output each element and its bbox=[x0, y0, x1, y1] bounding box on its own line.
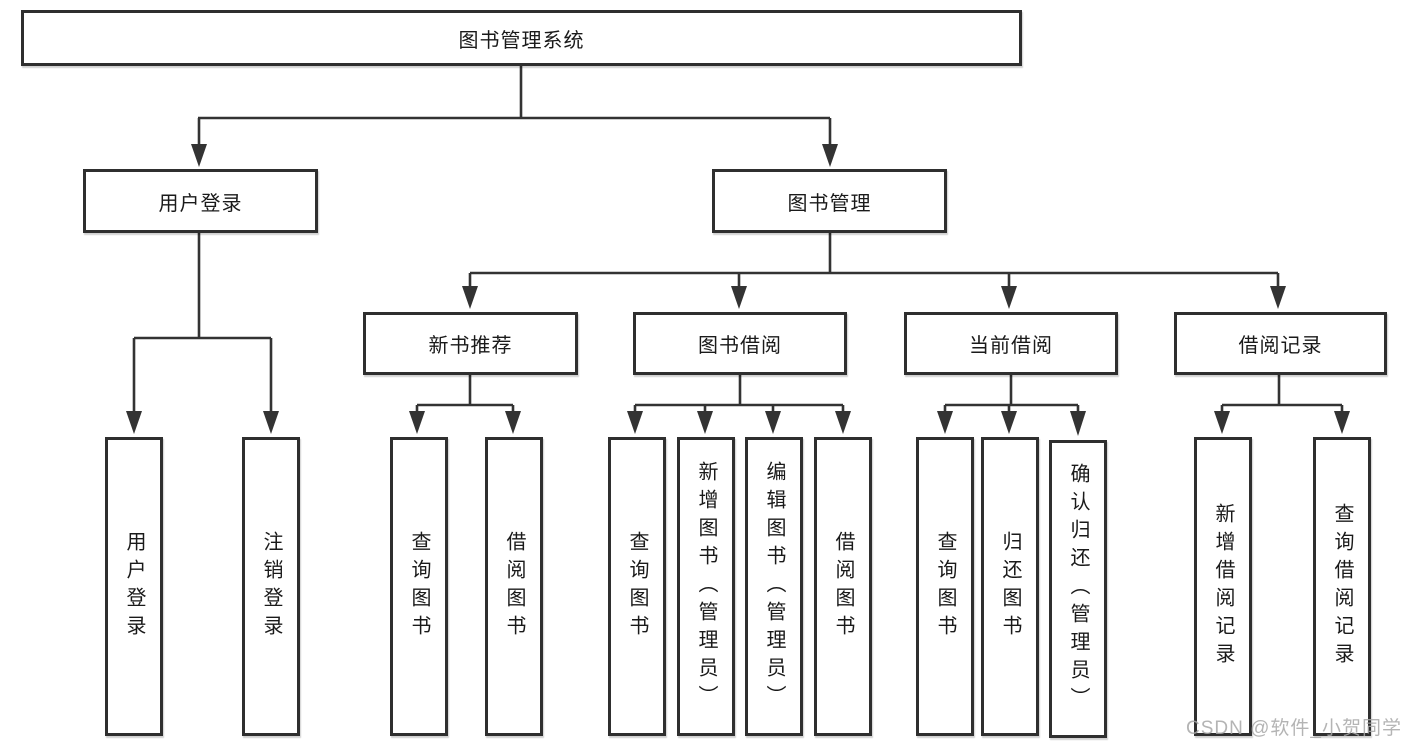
node-leaf-return-books: 归还图书 bbox=[981, 437, 1039, 736]
arrow-down-icon bbox=[627, 411, 643, 434]
arrow-down-icon bbox=[822, 144, 838, 167]
arrow-down-icon bbox=[1334, 411, 1350, 434]
node-leaf-query-borrow-record: 查询借阅记录 bbox=[1313, 437, 1371, 736]
node-leaf-add-borrow-record: 新增借阅记录 bbox=[1194, 437, 1252, 736]
node-book-borrow-label: 图书借阅 bbox=[698, 335, 782, 357]
arrow-down-icon bbox=[1001, 286, 1017, 309]
node-leaf-user-login: 用户登录 bbox=[105, 437, 163, 736]
arrow-down-icon bbox=[1270, 286, 1286, 309]
arrow-down-icon bbox=[462, 286, 478, 309]
node-borrow-records-label: 借阅记录 bbox=[1238, 335, 1323, 357]
node-root-label: 图书管理系统 bbox=[458, 29, 585, 52]
node-current-borrow-label: 当前借阅 bbox=[969, 335, 1053, 357]
node-leaf-add-books-admin: 新增图书（管理员） bbox=[677, 437, 735, 736]
node-root: 图书管理系统 bbox=[21, 10, 1022, 66]
node-current-borrow: 当前借阅 bbox=[904, 312, 1118, 375]
node-book-borrow: 图书借阅 bbox=[633, 312, 847, 375]
arrow-down-icon bbox=[765, 411, 781, 434]
arrow-down-icon bbox=[1070, 411, 1086, 436]
node-leaf-query-books-recommend: 查询图书 bbox=[390, 437, 448, 736]
arrowheads bbox=[126, 144, 1350, 436]
arrow-down-icon bbox=[835, 411, 851, 434]
arrow-down-icon bbox=[937, 411, 953, 434]
arrow-down-icon bbox=[697, 411, 713, 434]
node-leaf-query-books-borrow: 查询图书 bbox=[608, 437, 666, 736]
arrow-down-icon bbox=[191, 144, 207, 167]
node-leaf-edit-books-admin: 编辑图书（管理员） bbox=[745, 437, 803, 736]
arrow-down-icon bbox=[409, 411, 425, 434]
node-leaf-borrow-books: 借阅图书 bbox=[814, 437, 872, 736]
node-book-management: 图书管理 bbox=[712, 169, 947, 233]
node-leaf-borrow-books-recommend: 借阅图书 bbox=[485, 437, 543, 736]
node-user-login-label: 用户登录 bbox=[158, 192, 243, 215]
node-book-management-label: 图书管理 bbox=[787, 192, 872, 215]
node-leaf-logout: 注销登录 bbox=[242, 437, 300, 736]
node-leaf-confirm-return-admin: 确认归还（管理员） bbox=[1049, 440, 1107, 738]
node-new-book-recommend: 新书推荐 bbox=[363, 312, 578, 375]
node-user-login: 用户登录 bbox=[83, 169, 318, 233]
arrow-down-icon bbox=[505, 411, 521, 434]
node-leaf-query-books-current: 查询图书 bbox=[916, 437, 974, 736]
arrow-down-icon bbox=[263, 411, 279, 434]
arrow-down-icon bbox=[1214, 411, 1230, 434]
node-new-book-recommend-label: 新书推荐 bbox=[428, 335, 513, 357]
node-borrow-records: 借阅记录 bbox=[1174, 312, 1387, 375]
csdn-watermark: CSDN @软件_小贺同学 bbox=[1186, 718, 1402, 739]
arrow-down-icon bbox=[126, 411, 142, 434]
arrow-down-icon bbox=[731, 286, 747, 309]
arrow-down-icon bbox=[1001, 411, 1017, 434]
